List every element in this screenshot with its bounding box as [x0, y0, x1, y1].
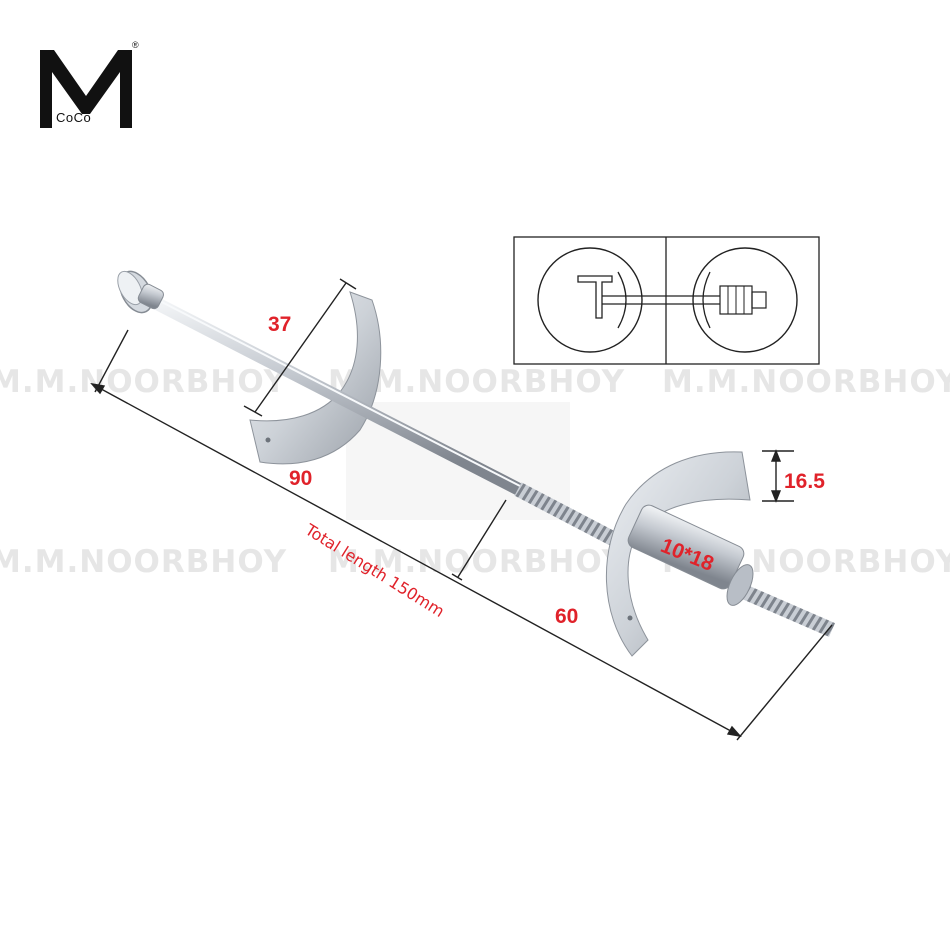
dim-end-bracket-width: 16.5 — [784, 470, 825, 493]
watermark-text: M.M.NOORBHOY — [0, 544, 288, 580]
installation-diagram-icon — [513, 236, 820, 365]
registered-mark: ® — [132, 40, 139, 50]
dim-bracket-span: 90 — [289, 467, 313, 490]
dimension-lines — [90, 278, 833, 741]
dim-thread-length: 60 — [555, 605, 579, 628]
logo-sub-text: CoCo — [56, 110, 92, 125]
brand-logo: CoCo ® — [36, 40, 146, 135]
bolt-rod — [143, 293, 835, 637]
watermark-text: M.M.NOORBHOY — [328, 544, 626, 580]
m-coco-logo-icon — [40, 50, 132, 128]
bolt-head — [117, 270, 165, 314]
barrel-nut — [627, 504, 754, 606]
right-bracket — [606, 451, 751, 657]
left-bracket — [249, 291, 382, 465]
dim-bracket-height: 37 — [268, 313, 292, 336]
watermark-text: M.M.NOORBHOY — [662, 364, 950, 400]
watermark-text: M.M.NOORBHOY — [0, 364, 288, 400]
